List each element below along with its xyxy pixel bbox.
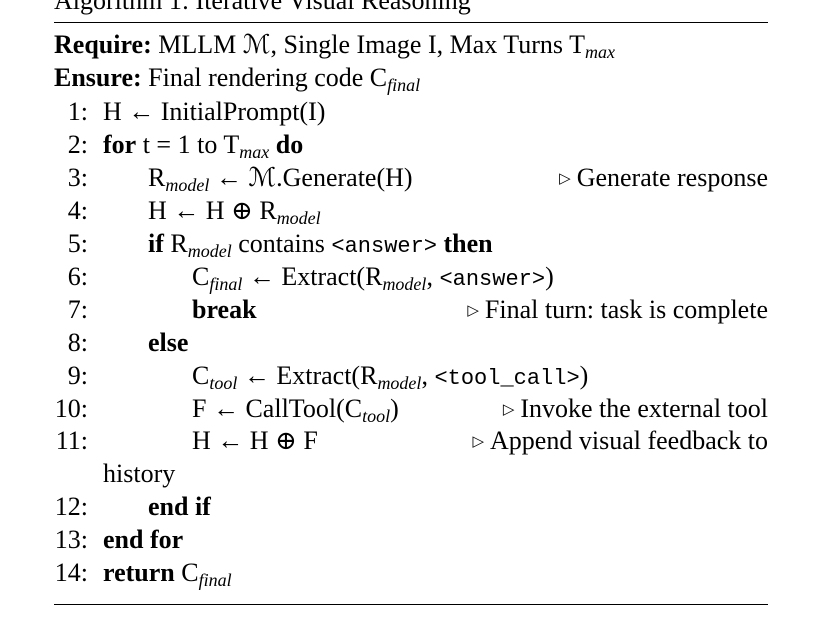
comment-triangle-icon: ▷ (467, 303, 479, 319)
code-literal: <tool_call> (434, 366, 580, 391)
algorithm-line: 11: H ← H ⊕ F ▷ Append visual feedback to (0, 426, 826, 459)
line-number: 8: (67, 328, 88, 357)
line-number: 12: (54, 492, 88, 521)
algorithm-line-wrap: history (0, 459, 826, 492)
algorithm-line: 2: for t = 1 to Tmax do (0, 130, 826, 163)
line-number: 6: (67, 262, 88, 291)
line-code: R (148, 163, 166, 192)
line-number: 10: (54, 394, 88, 423)
keyword: else (148, 328, 189, 357)
require-line: Require: MLLM ℳ, Single Image I, Max Tur… (0, 30, 826, 63)
line-code: C (192, 262, 210, 291)
algorithm-line: 8: else (0, 328, 826, 361)
line-code: contains (238, 229, 325, 258)
ensure-sub: final (387, 75, 421, 95)
comment-triangle-icon: ▷ (472, 434, 485, 450)
subscript: model (382, 274, 427, 294)
line-code: ← Extract(R (243, 361, 378, 390)
algorithm-line: 9: Ctool ← Extract(Rmodel, <tool_call>) (0, 361, 826, 394)
algorithm-line: 14: return Cfinal (0, 558, 826, 591)
ensure-keyword: Ensure: (54, 63, 142, 92)
subscript: tool (209, 373, 238, 393)
line-code: ← ℳ.Generate(H) (215, 163, 413, 192)
ensure-line: Ensure: Final rendering code Cfinal (0, 63, 826, 96)
keyword: then (443, 229, 493, 258)
algorithm-line: 1: H ← InitialPrompt(I) (0, 97, 826, 130)
subscript: tool (362, 406, 391, 426)
line-number: 11: (55, 426, 88, 455)
require-text: MLLM ℳ, Single Image I, Max Turns T (158, 30, 585, 59)
subscript: model (276, 208, 321, 228)
keyword: end for (103, 525, 184, 554)
line-number: 3: (67, 163, 88, 192)
require-keyword: Require: (54, 30, 152, 59)
line-number: 13: (54, 525, 88, 554)
keyword: break (192, 295, 257, 324)
subscript: model (165, 175, 210, 195)
line-comment: Generate response (576, 163, 768, 192)
algorithm-line: 5: if Rmodel contains <answer> then (0, 229, 826, 262)
line-number: 4: (67, 196, 88, 225)
line-code: C (181, 558, 199, 587)
line-code: C (192, 361, 210, 390)
subscript: final (209, 274, 243, 294)
line-code: ) (579, 361, 589, 390)
line-comment-wrap: history (103, 459, 176, 488)
subscript: max (239, 142, 270, 162)
line-number: 9: (67, 361, 88, 390)
line-comment: Append visual feedback to (490, 426, 768, 455)
keyword: end if (148, 492, 211, 521)
line-number: 5: (67, 229, 88, 258)
line-code: R (170, 229, 188, 258)
line-code: H ← InitialPrompt(I) (103, 97, 326, 126)
subscript: model (187, 241, 232, 261)
keyword: return (103, 558, 175, 587)
comment-triangle-icon: ▷ (559, 171, 571, 187)
keyword: for (103, 130, 137, 159)
subscript: final (198, 570, 232, 590)
line-number: 1: (67, 97, 88, 126)
line-code: , (421, 361, 428, 390)
require-sub: max (584, 42, 615, 62)
algorithm-line: 13: end for (0, 525, 826, 558)
line-code: , (426, 262, 433, 291)
algorithm-line: 7: break ▷ Final turn: task is complete (0, 295, 826, 328)
line-code: ← Extract(R (248, 262, 383, 291)
code-literal: <answer> (439, 267, 546, 292)
bottom-rule (54, 604, 768, 605)
line-number: 14: (54, 558, 88, 587)
algorithm-line: 4: H ← H ⊕ Rmodel (0, 196, 826, 229)
line-code: H ← H ⊕ R (148, 196, 277, 225)
algorithm-line: 12: end if (0, 492, 826, 525)
line-comment: Invoke the external tool (520, 394, 768, 423)
comment-triangle-icon: ▷ (502, 402, 515, 418)
code-literal: <answer> (331, 234, 438, 259)
algorithm-line: 10: F ← CallTool(Ctool) ▷ Invoke the exte… (0, 394, 826, 427)
ensure-text: Final rendering code C (148, 63, 388, 92)
line-code: t = 1 to T (142, 130, 240, 159)
line-comment: Final turn: task is complete (484, 295, 768, 324)
line-code: H ← H ⊕ F (192, 426, 318, 455)
line-code: ) (390, 394, 399, 423)
algorithm-line: 3: Rmodel ← ℳ.Generate(H) ▷ Generate resp… (0, 163, 826, 196)
algorithm-caption: Algorithm 1: Iterative Visual Reasoning (54, 0, 471, 15)
keyword: if (148, 229, 164, 258)
line-code: ) (545, 262, 554, 291)
subscript: model (377, 373, 422, 393)
algorithm-line: 6: Cfinal ← Extract(Rmodel, <answer>) (0, 262, 826, 295)
keyword: do (275, 130, 304, 159)
line-number: 2: (67, 130, 88, 159)
line-number: 7: (67, 295, 88, 324)
line-code: F ← CallTool(C (192, 394, 363, 423)
top-rule (54, 22, 768, 23)
